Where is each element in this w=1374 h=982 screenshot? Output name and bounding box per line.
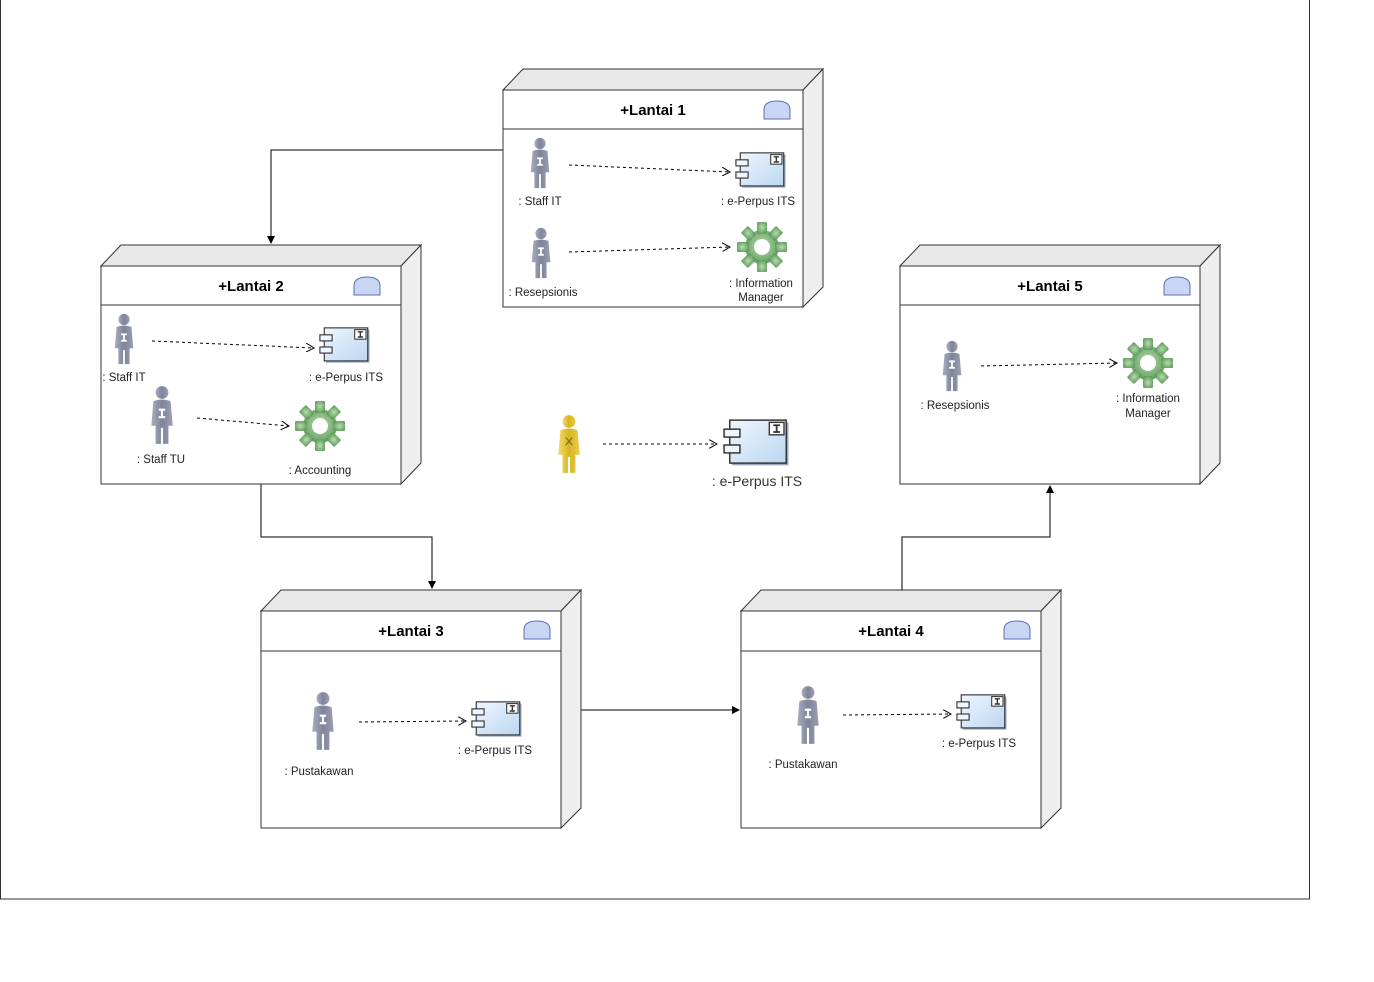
artifact-label: : e-Perpus ITS: [712, 473, 802, 489]
center-usage[interactable]: : e-Perpus ITS: [557, 414, 802, 489]
node-side-face: [400, 243, 422, 486]
service-label: : Information: [729, 278, 793, 290]
cloud-icon: [1003, 620, 1031, 640]
connection-lantai2-lantai3: [260, 484, 436, 589]
service-label: : Information: [1116, 393, 1180, 405]
actor-label: : Resepsionis: [920, 400, 989, 412]
actor-label: : Staff IT: [518, 196, 561, 208]
gear-icon[interactable]: [737, 222, 787, 272]
cloud-icon: [1163, 276, 1191, 296]
connection-lantai1-lantai2: [267, 149, 503, 244]
dependency-arrow: [842, 714, 951, 715]
node-front-face: [502, 89, 804, 308]
dependency-arrow: [568, 247, 730, 253]
cloud-icon: [353, 276, 381, 296]
component-icon[interactable]: [471, 701, 523, 738]
service-label: Manager: [1125, 408, 1171, 420]
actor-label: : Resepsionis: [508, 287, 577, 299]
component-icon[interactable]: [723, 419, 790, 467]
actor-label: : Pustakawan: [768, 759, 837, 771]
node-side-face: [1199, 243, 1221, 486]
component-icon[interactable]: [735, 152, 787, 189]
node-title: +Lantai 2: [218, 278, 283, 295]
service-label: : Accounting: [289, 465, 352, 477]
node-top-face: [898, 244, 1222, 267]
node-front-face: [100, 265, 402, 485]
gear-icon[interactable]: [1123, 338, 1173, 388]
node-lantai5[interactable]: +Lantai 5 : Resepsionis : Information Ma…: [898, 243, 1222, 486]
actor-label: : Pustakawan: [284, 766, 353, 778]
connection-lantai4-lantai5: [901, 485, 1054, 590]
actor-label: : Staff TU: [137, 454, 185, 466]
node-side-face: [1040, 588, 1062, 830]
node-top-face: [739, 589, 1063, 612]
node-title: +Lantai 1: [620, 102, 685, 119]
node-top-face: [259, 589, 583, 612]
node-side-face: [560, 588, 582, 830]
node-lantai4[interactable]: +Lantai 4 : Pustakawan : e-Perpus ITS: [739, 588, 1063, 830]
dependency-arrow: [980, 363, 1117, 366]
artifact-label: : e-Perpus ITS: [942, 738, 1016, 750]
node-title: +Lantai 4: [858, 623, 924, 640]
node-top-face: [501, 68, 825, 91]
dependency-arrow: [568, 164, 730, 172]
cloud-icon: [523, 620, 551, 640]
node-top-face: [99, 244, 423, 267]
node-side-face: [802, 67, 824, 309]
node-connections: [260, 149, 1054, 714]
artifact-label: : e-Perpus ITS: [458, 745, 532, 757]
node-title: +Lantai 5: [1017, 278, 1082, 295]
cloud-icon: [763, 100, 791, 120]
actor-label: : Staff IT: [102, 372, 145, 384]
component-icon[interactable]: [956, 694, 1008, 731]
node-title: +Lantai 3: [378, 623, 443, 640]
artifact-label: : e-Perpus ITS: [721, 196, 795, 208]
component-icon[interactable]: [319, 327, 371, 364]
node-lantai3[interactable]: +Lantai 3 : Pustakawan : e-Perpus ITS: [259, 588, 583, 830]
node-lantai2[interactable]: +Lantai 2 : Staff IT : e-Perpus ITS : St…: [99, 243, 423, 486]
artifact-label: : e-Perpus ITS: [309, 372, 383, 384]
service-label: Manager: [738, 292, 784, 304]
gear-icon[interactable]: [295, 401, 345, 451]
node-lantai1[interactable]: +Lantai 1 : Staff IT : e-Perpus ITS : Re…: [501, 67, 825, 309]
